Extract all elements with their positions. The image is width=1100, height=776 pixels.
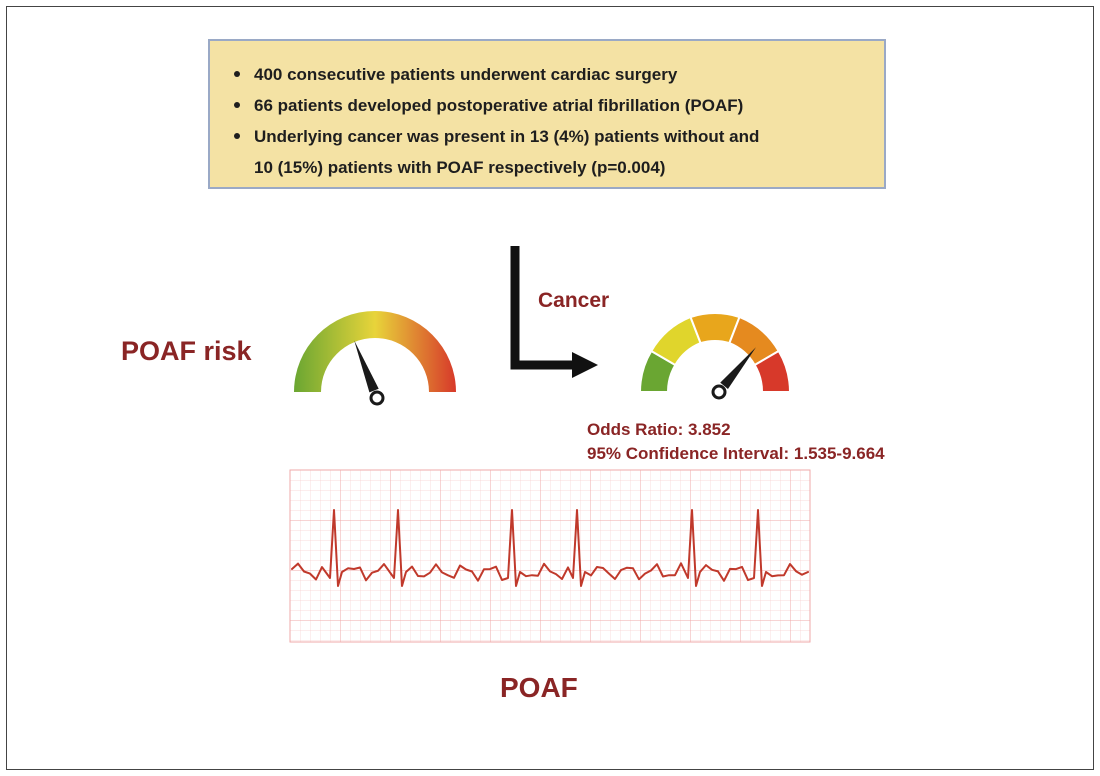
right-gauge-needle <box>720 347 756 390</box>
poaf-label: POAF <box>500 672 578 703</box>
summary-list: 400 consecutive patients underwent cardi… <box>232 59 759 183</box>
summary-text: 66 patients developed postoperative atri… <box>254 96 744 115</box>
cancer-arrow <box>510 246 598 378</box>
statistics: Odds Ratio: 3.852 95% Confidence Interva… <box>587 418 885 466</box>
right-gauge <box>638 312 792 400</box>
left-gauge-hub <box>369 390 385 406</box>
left-gauge-arc <box>294 311 456 392</box>
summary-text: 10 (15%) patients with POAF respectively… <box>254 158 666 177</box>
left-gauge <box>294 311 456 406</box>
bullet-icon <box>234 71 240 77</box>
summary-box: 400 consecutive patients underwent cardi… <box>208 39 886 189</box>
bullet-icon <box>234 102 240 108</box>
summary-item: Underlying cancer was present in 13 (4%)… <box>232 121 759 183</box>
ecg-grid <box>289 469 811 643</box>
summary-text: 400 consecutive patients underwent cardi… <box>254 65 678 84</box>
right-gauge-hub <box>711 384 727 400</box>
odds-ratio-text: Odds Ratio: 3.852 <box>587 420 731 439</box>
ecg-trace <box>291 509 809 587</box>
cancer-label: Cancer <box>538 289 610 312</box>
left-gauge-needle <box>354 340 379 393</box>
summary-text: Underlying cancer was present in 13 (4%)… <box>254 127 760 146</box>
confidence-interval-text: 95% Confidence Interval: 1.535-9.664 <box>587 444 885 463</box>
poaf-risk-label: POAF risk <box>121 336 252 366</box>
bullet-icon <box>234 133 240 139</box>
summary-item: 66 patients developed postoperative atri… <box>232 90 759 121</box>
summary-item: 400 consecutive patients underwent cardi… <box>232 59 759 90</box>
ecg-strip <box>289 469 811 643</box>
right-gauge-segment-red <box>753 349 792 393</box>
